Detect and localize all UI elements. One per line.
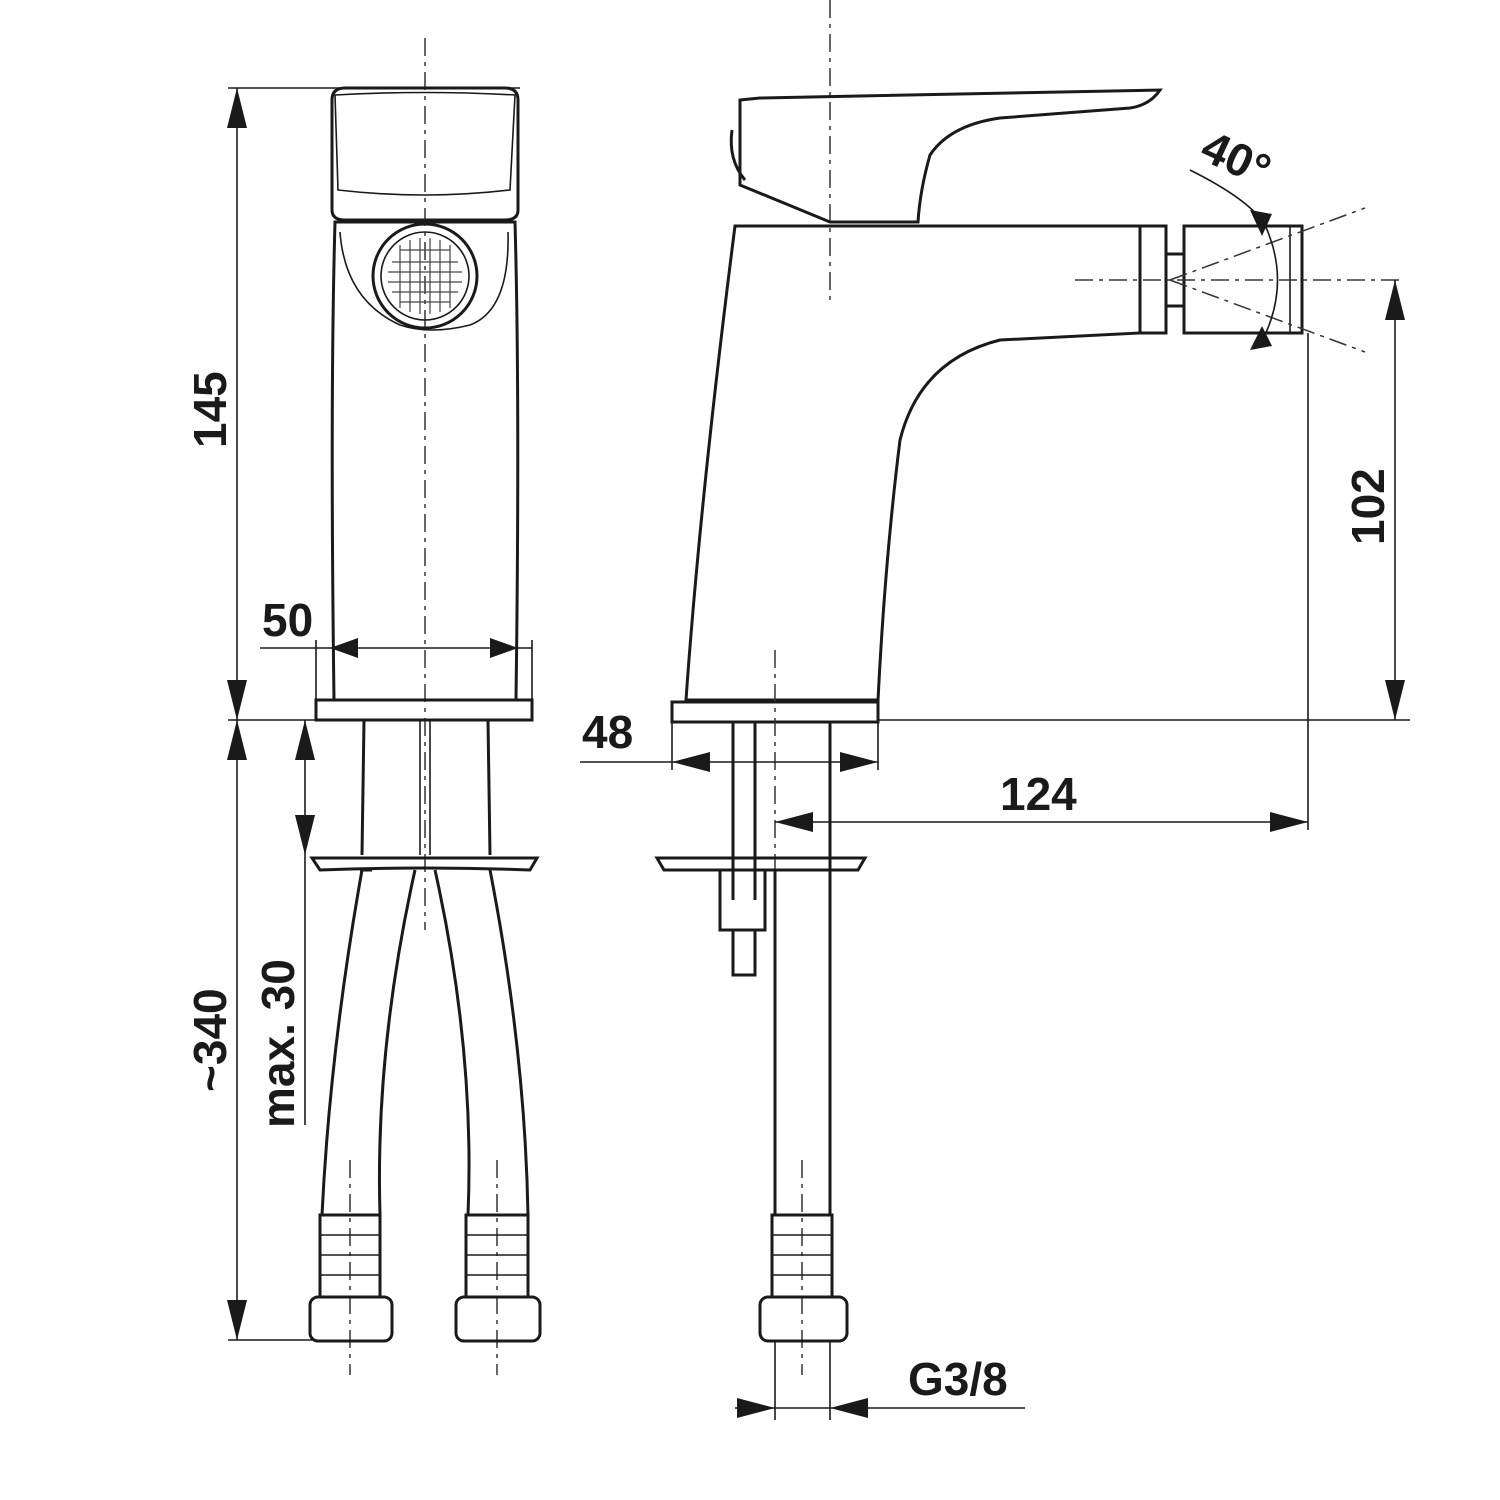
side-view <box>654 0 1400 1375</box>
dim-340: ~340 <box>184 988 236 1092</box>
dim-48: 48 <box>582 706 633 758</box>
aerator-icon <box>371 222 479 330</box>
nut-icon <box>454 1295 542 1343</box>
dim-40-degrees: 40° <box>1194 120 1279 197</box>
aerator-grid <box>388 238 462 314</box>
dim-g3-8: G3/8 <box>908 1353 1008 1405</box>
dim-max-30: max. 30 <box>252 959 304 1128</box>
dimension-lines <box>227 87 1410 1420</box>
dim-102: 102 <box>1342 468 1394 545</box>
dimension-labels: 145 50 ~340 max. 30 48 124 102 40° G3/8 <box>184 120 1394 1405</box>
dim-50: 50 <box>262 594 313 646</box>
nut-icon <box>758 1295 849 1343</box>
front-view <box>308 38 542 1375</box>
nut-icon <box>308 1295 394 1343</box>
dim-145: 145 <box>184 371 236 448</box>
dim-124: 124 <box>1000 768 1077 820</box>
